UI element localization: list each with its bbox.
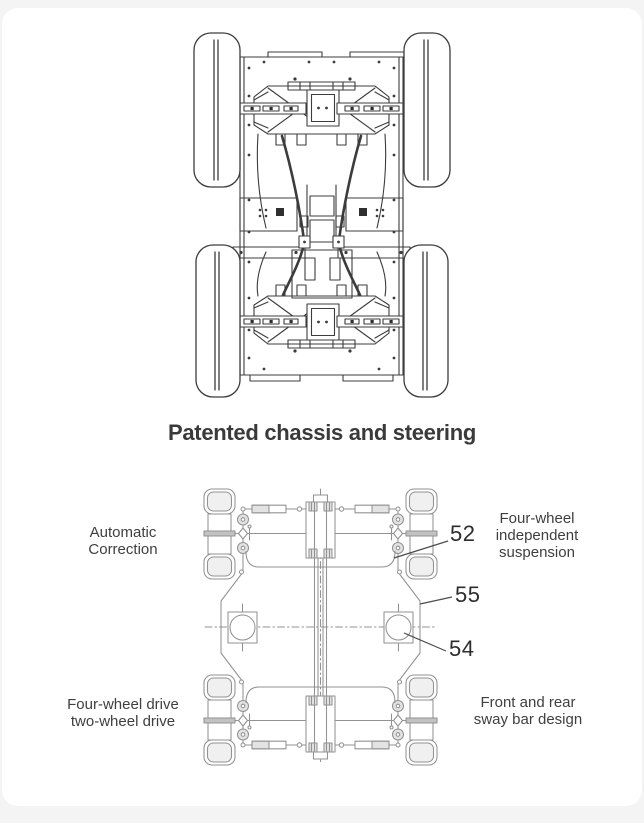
label-four-wheel-suspension: Four-wheel independent suspension xyxy=(457,510,617,561)
rear-left-wheel-module xyxy=(203,626,322,766)
label-line: sway bar design xyxy=(473,711,583,728)
content-card xyxy=(2,8,642,806)
label-sway-bar: Front and rear sway bar design xyxy=(443,694,613,728)
rear-right-wheel-module xyxy=(319,626,438,766)
chassis-schematic-drawing xyxy=(203,488,438,766)
chassis-top-view-drawing xyxy=(193,32,451,398)
drive-shaft xyxy=(313,557,328,697)
callout-number-55: 55 xyxy=(455,582,481,607)
leader-55 xyxy=(419,596,453,605)
label-line: Automatic xyxy=(89,524,157,541)
center-electronics xyxy=(239,184,404,249)
label-line: Four-wheel xyxy=(499,510,575,527)
label-line: independent xyxy=(495,527,579,544)
left-motor xyxy=(227,603,258,652)
section-title: Patented chassis and steering xyxy=(168,420,476,445)
right-motor xyxy=(383,603,414,652)
callout-number-52: 52 xyxy=(450,521,476,546)
leader-52 xyxy=(393,540,449,559)
label-line: Front and rear xyxy=(480,694,576,711)
front-right-wheel-module xyxy=(319,488,438,628)
callout-leader-lines xyxy=(393,540,453,652)
label-line: two-wheel drive xyxy=(70,713,176,730)
wheels-top-drawing xyxy=(193,32,451,398)
chassis-screws xyxy=(247,60,396,371)
front-axle-assembly xyxy=(219,76,424,146)
callout-number-54: 54 xyxy=(449,636,475,661)
rear-gearbox xyxy=(305,695,336,760)
leader-54 xyxy=(403,632,447,652)
label-line: Four-wheel drive xyxy=(67,696,179,713)
label-line: suspension xyxy=(499,544,575,561)
front-gearbox xyxy=(305,494,336,559)
label-drive-modes: Four-wheel drive two-wheel drive xyxy=(33,696,213,730)
front-left-wheel-module xyxy=(203,488,322,628)
label-automatic-correction: Automatic Correction xyxy=(43,524,203,558)
label-line: Correction xyxy=(88,541,158,558)
rear-axle-assembly xyxy=(219,284,424,354)
